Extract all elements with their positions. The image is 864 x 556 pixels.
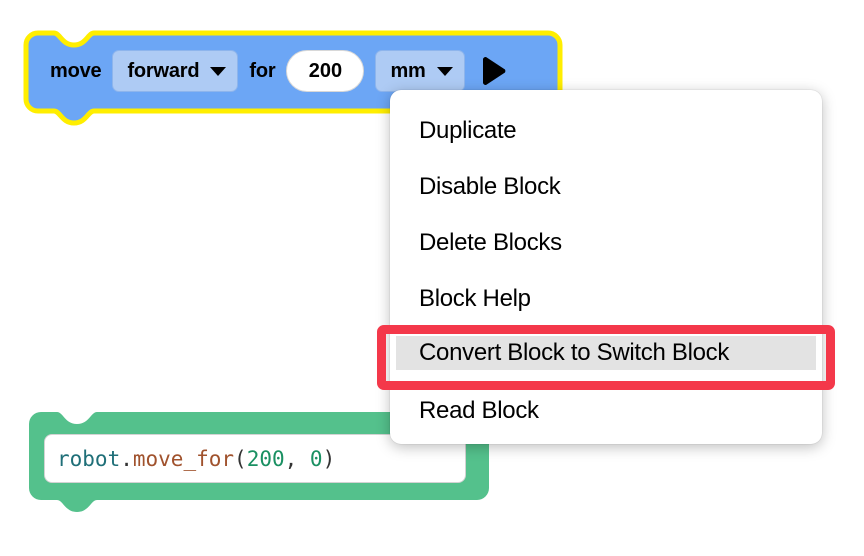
play-triangle-icon[interactable] <box>482 54 508 88</box>
move-label: move <box>50 59 102 82</box>
chevron-down-icon <box>436 66 453 76</box>
code-token-comma: , <box>284 446 310 471</box>
move-block[interactable]: move forward for 200 mm <box>23 30 564 139</box>
menu-item-read-block[interactable]: Read Block <box>419 397 539 424</box>
code-token-object: robot <box>57 446 121 471</box>
code-line: robot.move_for(200, 0) <box>57 447 335 471</box>
units-dropdown-value: mm <box>390 59 426 82</box>
direction-dropdown[interactable]: forward <box>112 50 239 92</box>
for-label: for <box>249 59 276 82</box>
code-token-dot: . <box>120 446 133 471</box>
distance-input[interactable]: 200 <box>286 50 365 92</box>
units-dropdown[interactable]: mm <box>375 50 465 92</box>
menu-item-block-help[interactable]: Block Help <box>419 285 531 312</box>
code-token-close-paren: ) <box>322 446 336 471</box>
menu-item-delete-blocks[interactable]: Delete Blocks <box>419 229 562 256</box>
context-menu[interactable]: Duplicate Disable Block Delete Blocks Bl… <box>390 90 822 444</box>
code-token-arg1: 200 <box>246 446 285 471</box>
code-token-arg2: 0 <box>309 446 323 471</box>
menu-item-duplicate[interactable]: Duplicate <box>419 117 517 144</box>
menu-item-convert-block-to-switch-block[interactable]: Convert Block to Switch Block <box>396 336 816 370</box>
chevron-down-icon <box>210 66 227 76</box>
code-token-open-paren: ( <box>234 446 247 471</box>
code-token-function: move_for <box>132 446 235 471</box>
distance-input-value: 200 <box>308 59 343 82</box>
menu-item-disable-block[interactable]: Disable Block <box>419 173 561 200</box>
move-block-fields: move forward for 200 mm <box>24 37 508 105</box>
direction-dropdown-value: forward <box>127 59 200 82</box>
